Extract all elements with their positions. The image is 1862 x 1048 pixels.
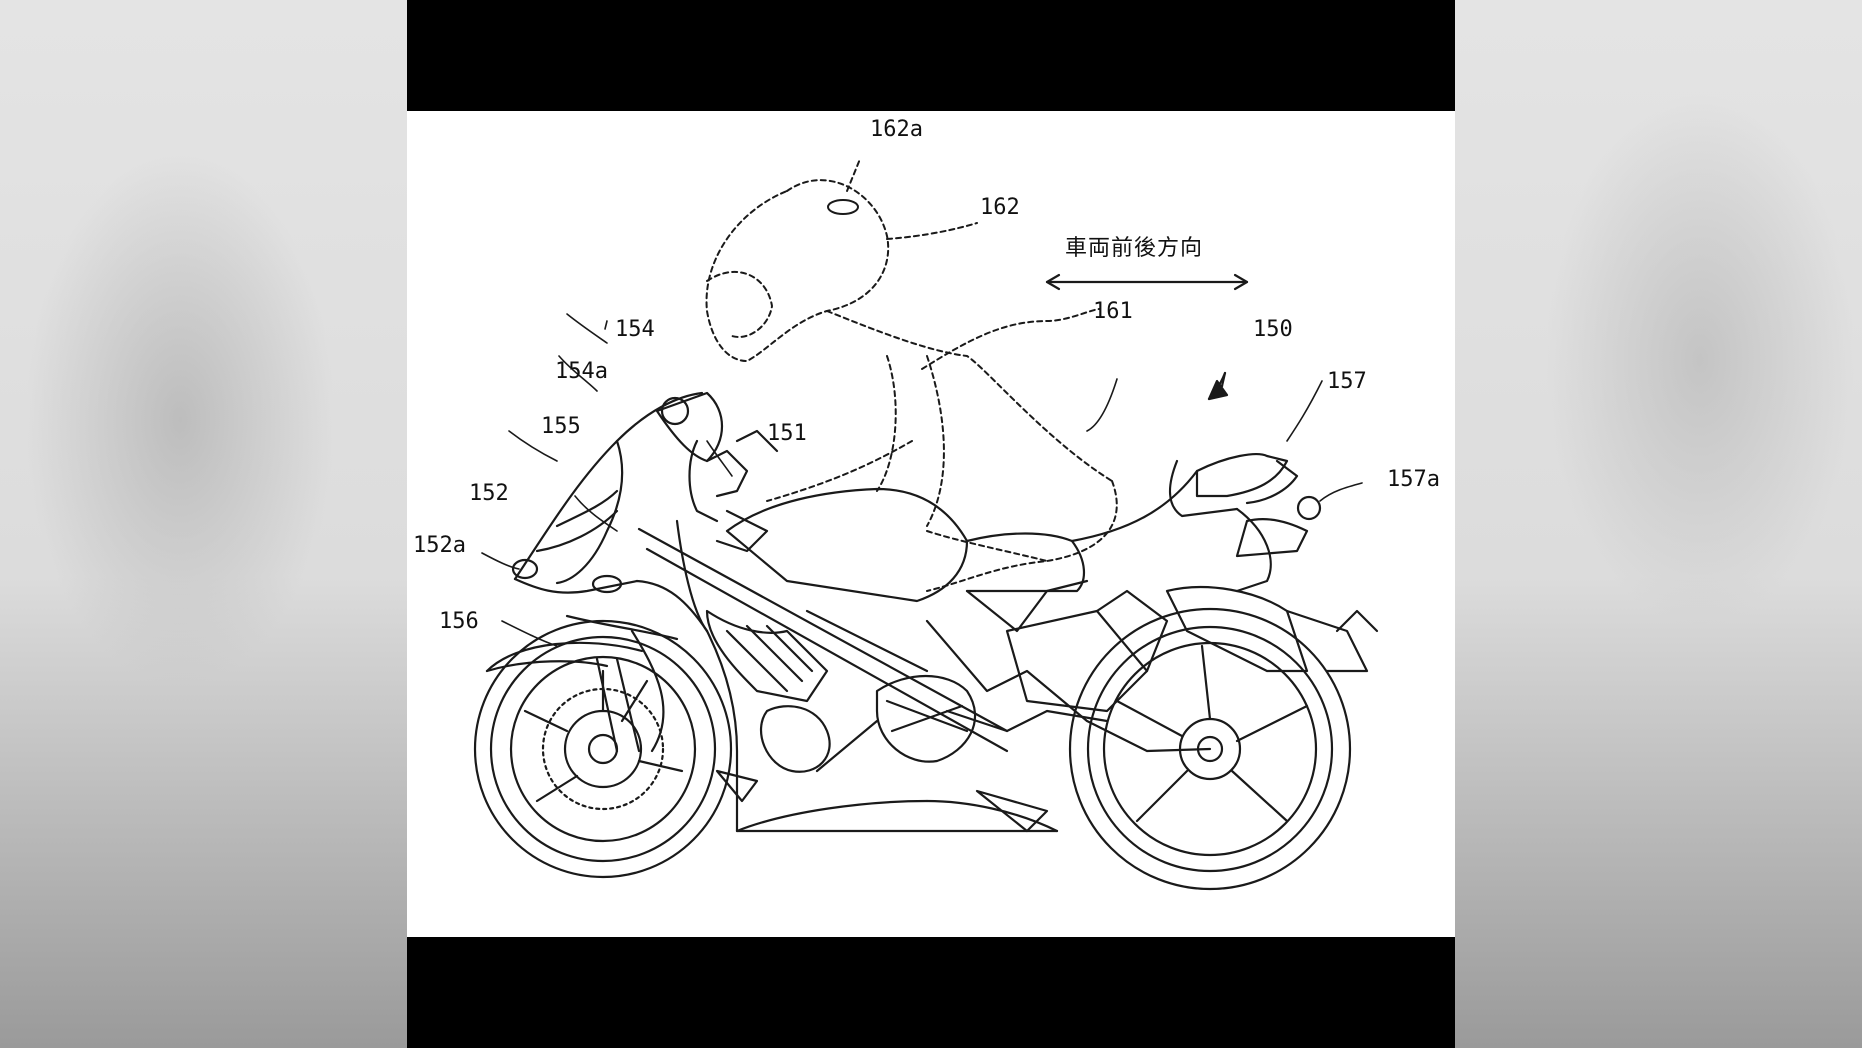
leader-lines xyxy=(481,313,1363,647)
label-152: 152 xyxy=(469,481,509,506)
frame-and-engine xyxy=(875,579,1379,833)
patent-figure: 車両前後方向 162a 162 161 150 154 154a 155 151… xyxy=(407,111,1455,937)
label-162: 162 xyxy=(980,195,1020,220)
headlight-152a xyxy=(511,558,539,580)
label-157: 157 xyxy=(1327,369,1367,394)
label-150: 150 xyxy=(1253,317,1293,342)
rider-outline xyxy=(705,158,1118,592)
label-152a: 152a xyxy=(413,533,466,558)
taillight-157a xyxy=(1296,495,1322,521)
label-161: 161 xyxy=(1093,299,1133,324)
label-151: 151 xyxy=(767,421,807,446)
label-155: 155 xyxy=(541,414,581,439)
helmet-marker-162a xyxy=(827,199,859,215)
cockpit xyxy=(688,429,779,553)
front-fork xyxy=(485,629,665,753)
mirror-154a xyxy=(660,396,690,426)
side-fairing xyxy=(565,519,1059,833)
motorcycle-drawing xyxy=(473,158,1379,891)
reference-arrow-150 xyxy=(1207,371,1229,401)
direction-arrow xyxy=(1045,273,1249,291)
label-157a: 157a xyxy=(1387,467,1440,492)
label-154: 154 xyxy=(615,317,655,342)
front-wheel xyxy=(473,619,733,879)
label-154a: 154a xyxy=(555,359,608,384)
label-162a: 162a xyxy=(870,117,923,142)
tank-and-seat xyxy=(725,453,1322,603)
direction-label: 車両前後方向 xyxy=(1065,236,1204,261)
label-156: 156 xyxy=(439,609,479,634)
front-fairing xyxy=(511,391,724,633)
